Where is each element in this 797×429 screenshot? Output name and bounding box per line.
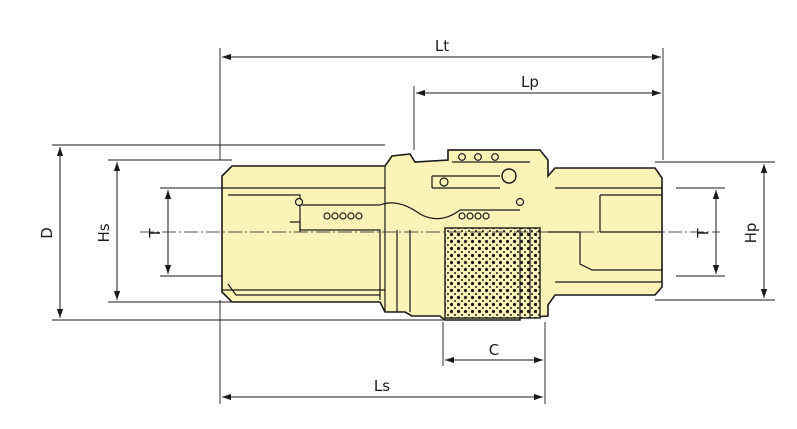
knurled-sleeve	[444, 227, 541, 319]
extension-lines	[52, 48, 775, 404]
spring-right	[458, 212, 490, 220]
latch-balls	[439, 153, 517, 187]
plug-hex-edge	[555, 187, 662, 283]
spring-left	[323, 212, 363, 220]
latch-sleeve	[431, 149, 540, 189]
label-ls: Ls	[374, 377, 390, 395]
dimension-arrows	[56, 53, 768, 401]
label-lp: Lp	[521, 73, 539, 91]
plug-bore	[548, 194, 662, 271]
socket-hex-edge	[222, 187, 385, 291]
label-c: C	[489, 341, 499, 359]
coupling-body	[221, 149, 663, 321]
label-t-right: T	[694, 228, 712, 239]
socket-inner-step	[227, 283, 380, 296]
label-t-left: T	[146, 228, 164, 239]
dimension-labels: Lt Lp C Ls D Hs T T Hp	[38, 37, 760, 395]
oring-left	[294, 197, 304, 207]
valve-seat	[290, 202, 520, 232]
label-hp: Hp	[742, 223, 760, 244]
label-d: D	[38, 227, 56, 239]
socket-hex-body	[221, 149, 663, 321]
socket-wall	[384, 166, 411, 312]
oring-right	[515, 197, 525, 207]
sleeve-edge	[519, 228, 531, 318]
label-lt: Lt	[435, 37, 449, 55]
label-hs: Hs	[95, 223, 113, 242]
